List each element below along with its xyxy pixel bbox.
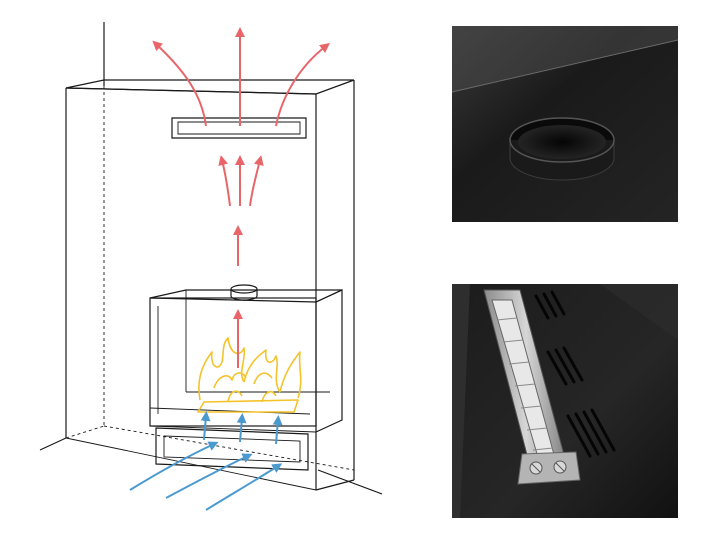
cool-air-arrows	[129, 411, 283, 511]
firebox	[149, 284, 343, 433]
photo-round-vent	[451, 26, 679, 222]
linear-burner	[483, 289, 581, 485]
vent-slots	[534, 290, 616, 458]
burner-control-plate	[517, 451, 581, 485]
bottom-vent-grille	[155, 427, 309, 471]
chimney-breast	[65, 79, 355, 491]
hot-air-arrows	[152, 27, 330, 368]
top-vent-grille	[171, 117, 307, 139]
flame-icon	[197, 337, 302, 413]
photo-burner-slot	[452, 284, 678, 518]
room-corner	[39, 22, 383, 495]
airflow-diagram	[39, 22, 383, 511]
